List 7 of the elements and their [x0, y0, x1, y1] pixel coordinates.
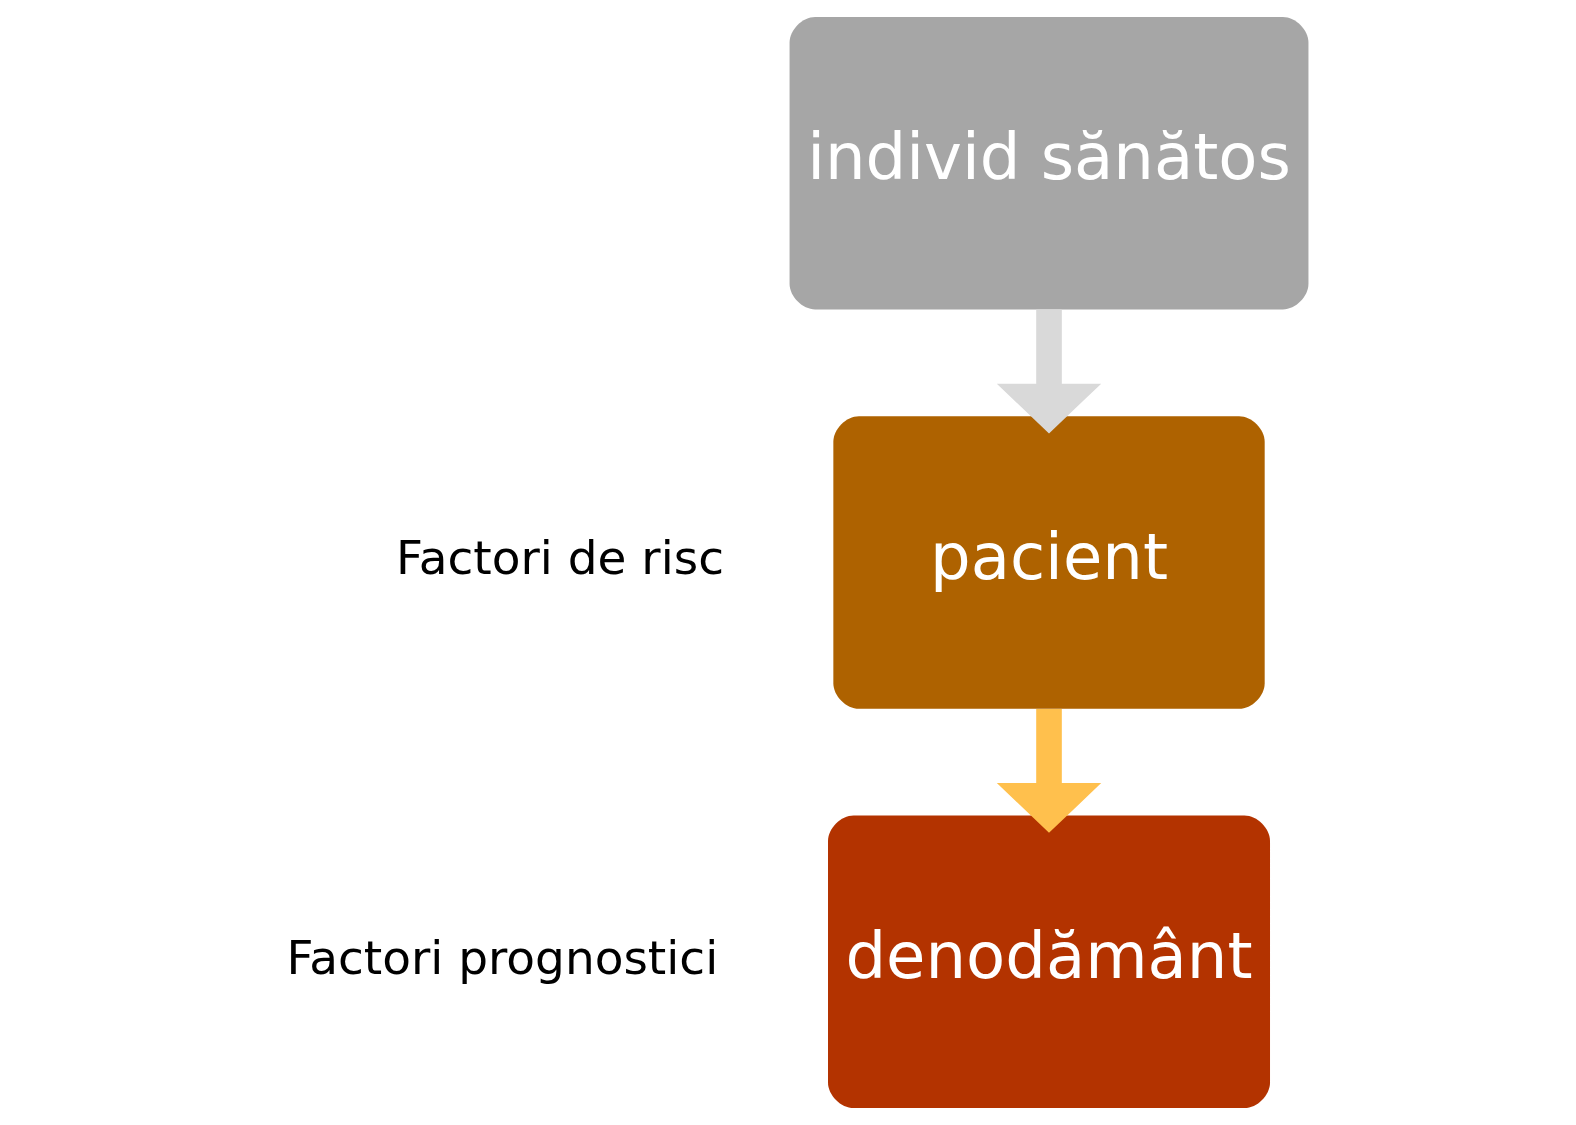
arrow — [996, 309, 1101, 434]
node-box: pacient — [832, 416, 1265, 709]
label: Factori prognostici — [286, 929, 718, 985]
node-box: denodământ — [827, 815, 1270, 1109]
node-box: individ sănătos — [789, 16, 1308, 310]
label: Factori de risc — [395, 530, 724, 586]
arrow — [996, 708, 1101, 833]
